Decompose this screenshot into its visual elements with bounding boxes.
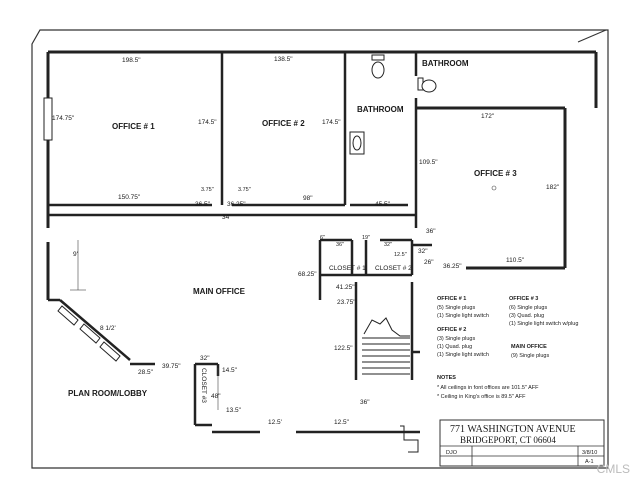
dim-label: 12.5"	[334, 419, 350, 426]
legend-line: (1) Single light switch w/plug	[509, 321, 578, 327]
dim-label: 26"	[424, 259, 434, 266]
dim-label: 13.5"	[226, 407, 242, 414]
title-block: 771 WASHINGTON AVENUE BRIDGEPORT, CT 066…	[439, 419, 605, 467]
room-label-closet2: CLOSET # 2	[375, 265, 412, 272]
room-label-bathroom-main: BATHROOM	[357, 105, 404, 114]
sink-main	[349, 131, 365, 155]
room-label-bathroom-upper: BATHROOM	[422, 59, 469, 68]
legend-office3: OFFICE # 3 (6) Single plugs (3) Quad. pl…	[509, 296, 578, 327]
exterior-walls	[46, 50, 598, 300]
legend-title: MAIN OFFICE	[511, 344, 547, 350]
dim-label: 138.5"	[274, 56, 293, 63]
legend-office1: OFFICE # 1 (5) Single plugs (1) Single l…	[437, 296, 489, 319]
door-detail	[400, 425, 419, 453]
dim-label: 36.5"	[195, 201, 211, 208]
dim-label: 23.75"	[337, 299, 356, 306]
dim-label: 39.75"	[162, 363, 181, 370]
legend-line: (9) Single plugs	[511, 353, 549, 359]
dim-label: 12.5'	[268, 419, 282, 426]
notes-title: NOTES	[437, 375, 456, 381]
dim-label: 150.75"	[118, 194, 141, 201]
dim-label: 109.5"	[419, 159, 438, 166]
dim-label: 48"	[211, 393, 221, 400]
title-address-line1: 771 WASHINGTON AVENUE	[450, 424, 576, 435]
dim-label: 174.5"	[198, 119, 217, 126]
dim-label: 36.25"	[443, 263, 462, 270]
dim-label: 9'	[73, 251, 78, 258]
dim-label: 182"	[546, 184, 560, 191]
dim-label: 68.25"	[298, 271, 317, 278]
dim-label: 34'	[222, 214, 230, 221]
legend-line: (3) Quad. plug	[509, 313, 544, 319]
notes-line: * Ceiling in King's office is 89.5" AFF	[437, 394, 526, 400]
legend-title: OFFICE # 2	[437, 327, 466, 333]
dim-label: 198.5"	[122, 57, 141, 64]
legend-line: (6) Single plugs	[509, 305, 547, 311]
dim-label: 36"	[426, 228, 436, 235]
angled-windows	[57, 305, 121, 362]
stair-walls	[354, 282, 420, 380]
title-sheet: A-1	[585, 459, 594, 465]
room-label-office1: OFFICE # 1	[112, 122, 155, 131]
dimension-lines	[70, 185, 497, 410]
lobby-walls	[48, 298, 420, 434]
dim-label: 174.5"	[322, 119, 341, 126]
dim-label: 98"	[303, 195, 313, 202]
notes-line: * All ceilings in font offices are 101.5…	[437, 385, 539, 391]
left-window	[43, 97, 53, 141]
legend-title: OFFICE # 1	[437, 296, 466, 302]
dim-label: 174.75"	[52, 115, 75, 122]
legend-line: (1) Single light switch	[437, 352, 489, 358]
legend-line: (1) Single light switch	[437, 313, 489, 319]
dim-label: 41.25"	[336, 284, 355, 291]
dim-label: 14.5"	[222, 367, 238, 374]
dim-label: 28.5"	[138, 369, 154, 376]
dim-label: 3.75"	[201, 187, 214, 193]
dim-label: 32"	[200, 355, 210, 362]
room-label-main-office: MAIN OFFICE	[193, 287, 246, 296]
room-label-closet1: CLOSET # 1	[329, 265, 366, 272]
title-drawn-by: DJO	[446, 450, 458, 456]
toilet-upper	[417, 77, 437, 93]
legend-line: (3) Single plugs	[437, 336, 475, 342]
dim-label: 19"	[362, 235, 370, 241]
legend-title: OFFICE # 3	[509, 296, 538, 302]
dim-label: 3.75"	[238, 187, 251, 193]
title-date: 3/8/10	[582, 450, 597, 456]
room-label-office3: OFFICE # 3	[474, 169, 517, 178]
legend-notes: NOTES * All ceilings in font offices are…	[437, 375, 539, 400]
stair-treads	[362, 317, 410, 375]
legend-line: (1) Quad. plug	[437, 344, 472, 350]
dim-label: 32"	[418, 248, 428, 255]
room-label-plan-room: PLAN ROOM/LOBBY	[68, 389, 148, 398]
interior-walls	[48, 50, 418, 228]
dim-label: 8 1/2'	[100, 325, 116, 332]
title-address-line2: BRIDGEPORT, CT 06604	[460, 435, 556, 445]
room-label-closet3: CLOSET #3	[200, 368, 207, 403]
dim-label: 45.5"	[375, 201, 391, 208]
dim-label: 172"	[481, 113, 495, 120]
dim-label: 12.5"	[394, 252, 407, 258]
dim-label: 110.5"	[506, 257, 525, 264]
dim-label: 36.25"	[227, 201, 246, 208]
legend-office2: OFFICE # 2 (3) Single plugs (1) Quad. pl…	[437, 327, 489, 358]
legend-main-office: MAIN OFFICE (9) Single plugs	[511, 344, 549, 359]
legend-line: (5) Single plugs	[437, 305, 475, 311]
dim-label: 36"	[360, 399, 370, 406]
room-label-office2: OFFICE # 2	[262, 119, 305, 128]
closet-walls	[318, 238, 432, 300]
dim-label: 36"	[336, 242, 344, 248]
toilet-main	[371, 54, 385, 79]
dim-label: 32"	[384, 242, 392, 248]
dim-label: 122.5"	[334, 345, 353, 352]
watermark-text: CMLS	[596, 462, 630, 476]
dim-label: 6"	[320, 235, 325, 241]
title-block-frame	[439, 419, 605, 467]
corner-mark	[577, 29, 607, 43]
